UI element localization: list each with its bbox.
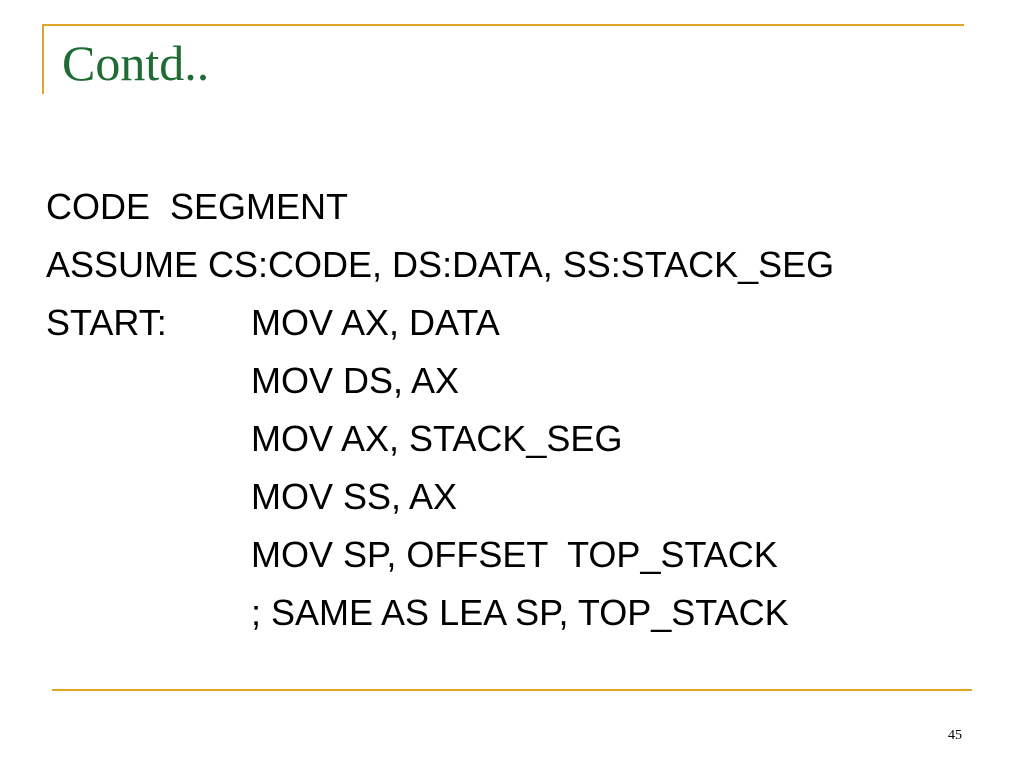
start-label: START:: [46, 302, 167, 343]
instruction: MOV DS, AX: [251, 360, 460, 401]
code-line: MOV DS, AX: [46, 352, 1006, 410]
assume-line: ASSUME CS:CODE, DS:DATA, SS:STACK_SEG: [46, 244, 835, 285]
code-listing: CODE SEGMENT ASSUME CS:CODE, DS:DATA, SS…: [46, 178, 1006, 642]
code-line: ASSUME CS:CODE, DS:DATA, SS:STACK_SEG: [46, 236, 1006, 294]
code-line: MOV SP, OFFSET TOP_STACK: [46, 526, 1006, 584]
code-line: START: MOV AX, DATA: [46, 294, 1006, 352]
instruction: MOV SS, AX: [251, 476, 458, 517]
code-comment: ; SAME AS LEA SP, TOP_STACK: [251, 592, 789, 633]
code-segment-line: CODE SEGMENT: [46, 186, 349, 227]
title-left-rule: [42, 24, 44, 94]
footer-rule: [52, 689, 972, 691]
slide-title: Contd..: [62, 35, 210, 91]
code-line: MOV AX, STACK_SEG: [46, 410, 1006, 468]
instruction: MOV AX, STACK_SEG: [251, 418, 623, 459]
page-number: 45: [948, 728, 962, 743]
code-line: CODE SEGMENT: [46, 178, 1006, 236]
code-line: ; SAME AS LEA SP, TOP_STACK: [46, 584, 1006, 642]
code-line: MOV SS, AX: [46, 468, 1006, 526]
title-top-rule: [42, 24, 964, 26]
instruction: MOV AX, DATA: [251, 302, 500, 343]
instruction: MOV SP, OFFSET TOP_STACK: [251, 534, 778, 575]
